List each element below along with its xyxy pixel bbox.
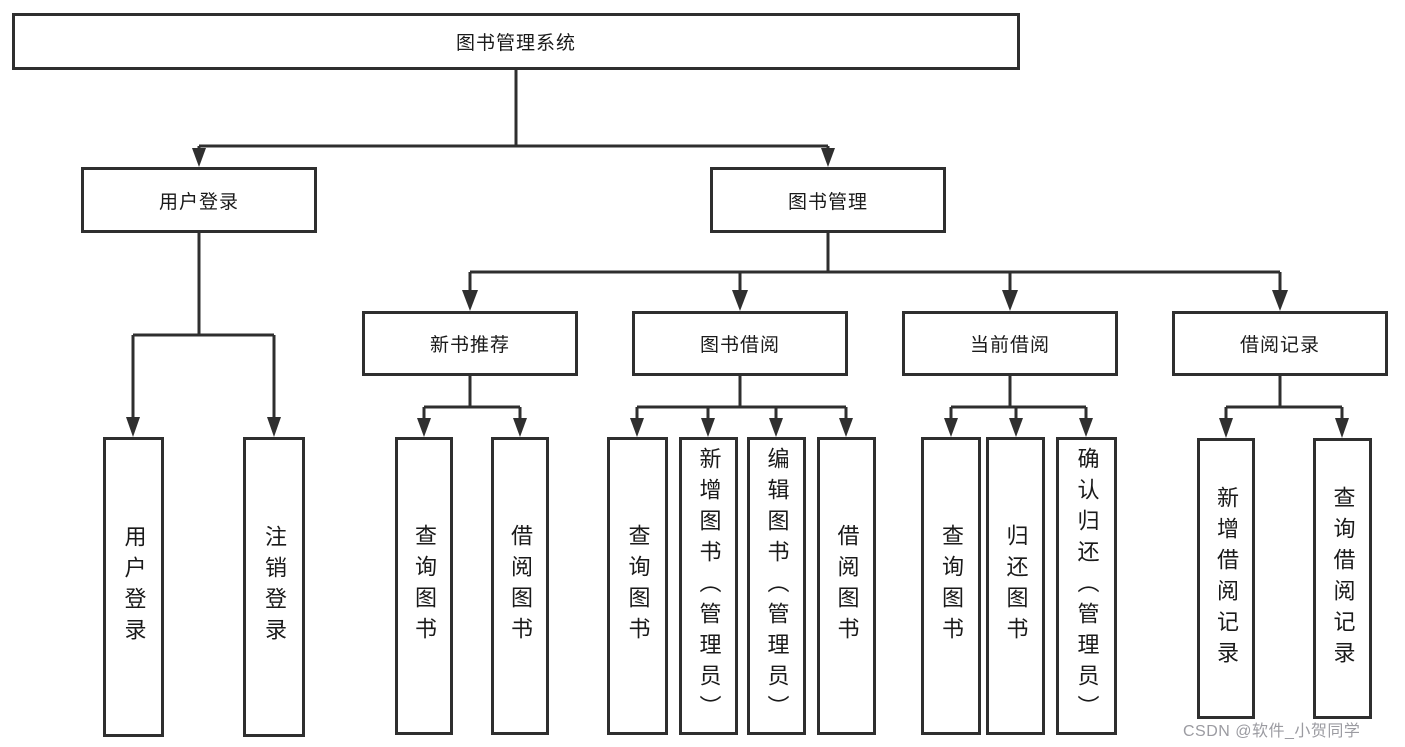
leaf-query-books-current: 查询图书 [921,437,981,735]
node-borrow-records: 借阅记录 [1172,311,1388,376]
node-borrow-records-label: 借阅记录 [1239,335,1320,356]
node-new-book-recommend: 新书推荐 [362,311,578,376]
leaf-add-book-admin: 新增图书（管理员） [679,437,738,735]
node-book-management-label: 图书管理 [787,191,868,213]
node-book-borrow-label: 图书借阅 [699,335,780,356]
node-book-management: 图书管理 [710,167,946,233]
leaf-add-borrow-record: 新增借阅记录 [1197,438,1255,719]
leaf-borrow-books-recommend: 借阅图书 [491,437,549,735]
node-library-system: 图书管理系统 [12,13,1020,70]
leaf-return-book: 归还图书 [986,437,1045,735]
node-library-system-label: 图书管理系统 [455,33,576,54]
leaf-borrow-books: 借阅图书 [817,437,876,735]
node-book-borrow: 图书借阅 [632,311,848,376]
node-new-book-recommend-label: 新书推荐 [429,335,510,356]
leaf-user-login: 用户登录 [103,437,164,737]
csdn-watermark: CSDN @软件_小贺同学 [1183,723,1361,740]
leaf-logout: 注销登录 [243,437,305,737]
leaf-edit-book-admin: 编辑图书（管理员） [747,437,806,735]
leaf-query-borrow-record: 查询借阅记录 [1313,438,1372,719]
leaf-query-books-recommend: 查询图书 [395,437,453,735]
leaf-confirm-return-admin: 确认归还（管理员） [1056,437,1117,735]
node-current-borrow-label: 当前借阅 [969,335,1050,356]
node-current-borrow: 当前借阅 [902,311,1118,376]
node-user-login: 用户登录 [81,167,317,233]
leaf-query-books-borrow: 查询图书 [607,437,668,735]
node-user-login-label: 用户登录 [158,191,239,213]
